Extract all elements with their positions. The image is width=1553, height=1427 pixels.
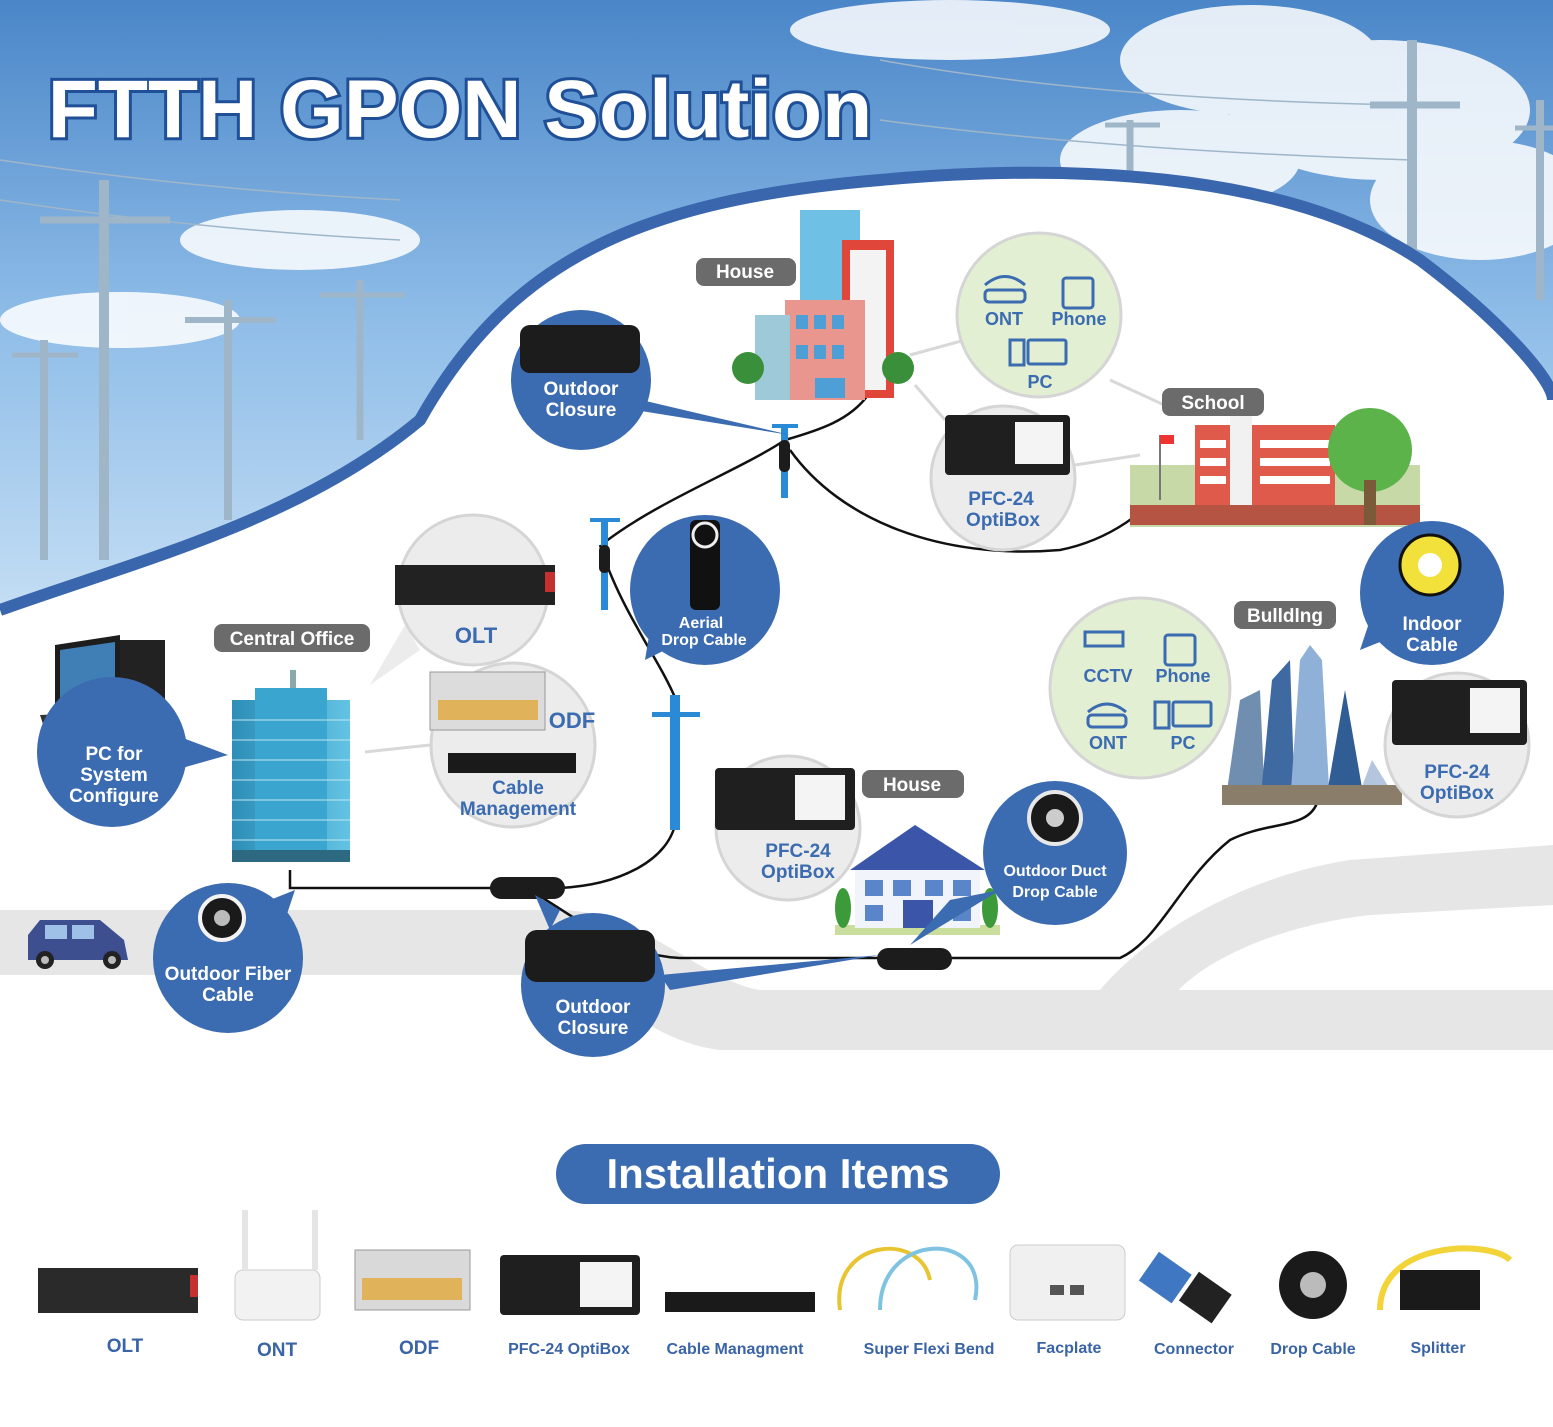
tag-house-bottom-text: House [883, 775, 941, 796]
label-optibox-right-1: PFC-24 [1424, 762, 1490, 783]
label-indoor-cable-2: Cable [1406, 635, 1458, 656]
installation-item-images [38, 1210, 1513, 1324]
central-office-tower [232, 670, 350, 862]
label-outdoor-duct-2: Drop Cable [1012, 884, 1097, 901]
label-optibox-mid-1: PFC-24 [765, 841, 831, 862]
city-skyscrapers [1222, 645, 1402, 805]
label-indoor-cable-1: Indoor [1402, 614, 1462, 635]
closure-top-image [520, 325, 640, 373]
install-item-optibox: PFC-24 OptiBox [508, 1341, 630, 1358]
tag-house-top [696, 258, 796, 286]
odf-device-fibers [438, 700, 538, 720]
label-optibox-top-1: PFC-24 [968, 489, 1034, 510]
tag-school [1162, 388, 1264, 416]
install-item-odf: ODF [399, 1338, 439, 1359]
fiber-cable-core [214, 910, 230, 926]
tag-school-text: School [1181, 393, 1244, 414]
tail-olt [370, 625, 420, 685]
clouds [0, 0, 1553, 348]
label-outdoor-closure-top-2: Closure [546, 400, 617, 421]
install-item-olt: OLT [107, 1336, 144, 1357]
tag-building-text: Bulldlng [1247, 606, 1323, 627]
school-building [1130, 408, 1420, 527]
label-cable-mgmt-2: Management [460, 799, 577, 820]
tag-central-office [214, 624, 370, 652]
install-item-cable-mgmt: Cable Managment [667, 1341, 805, 1358]
label-building-pc: PC [1170, 733, 1195, 753]
tail-indoor-cable [1360, 620, 1385, 650]
duct-cable-core [1046, 809, 1064, 827]
tag-building [1234, 601, 1336, 629]
label-building-phone: Phone [1155, 666, 1210, 686]
install-item-ont: ONT [257, 1340, 298, 1361]
house-devices-icons [983, 275, 1095, 367]
tail-outdoor-duct [910, 890, 1000, 945]
optibox-mid-door [795, 775, 845, 820]
road-right [1100, 845, 1553, 1000]
circle-pc-config [37, 677, 187, 827]
label-pc-config-2: System [80, 765, 148, 786]
tail-outdoor-fiber [270, 890, 295, 920]
tag-house-bottom [862, 770, 964, 798]
road-bottom-ext [680, 990, 1553, 1050]
tail-closure-top [620, 395, 790, 435]
olt-device-image [395, 565, 555, 605]
circle-outdoor-duct [983, 781, 1127, 925]
label-house-phone: Phone [1051, 309, 1106, 329]
page-title: FTTH GPON Solution [48, 64, 872, 155]
building-devices-icons [1083, 630, 1213, 730]
tail-closure-bottom [535, 895, 560, 930]
optibox-top-door [1015, 422, 1063, 464]
label-pc-config-1: PC for [86, 744, 144, 765]
tail-closure-bottom-2 [660, 955, 880, 990]
aerial-cable-eye [691, 521, 719, 549]
circle-outdoor-fiber [153, 883, 303, 1033]
install-item-connector: Connector [1154, 1341, 1234, 1358]
install-item-flexi-bend: Super Flexi Bend [864, 1341, 995, 1358]
label-outdoor-closure-top-1: Outdoor [544, 379, 620, 400]
optibox-right-door [1470, 688, 1520, 733]
label-outdoor-fiber-2: Cable [202, 985, 254, 1006]
tag-central-office-text: Central Office [230, 629, 355, 650]
label-optibox-top-2: OptiBox [966, 510, 1040, 531]
bubble-building-devices [1048, 596, 1232, 780]
label-outdoor-duct-1: Outdoor Duct [1003, 863, 1107, 880]
label-aerial-2: Drop Cable [661, 632, 746, 649]
label-pc-config-3: Configure [69, 786, 159, 807]
install-item-drop-cable: Drop Cable [1270, 1341, 1355, 1358]
closure-bottom-image [525, 930, 655, 982]
label-building-ont: ONT [1089, 733, 1127, 753]
label-house-ont: ONT [985, 309, 1023, 329]
bubble-house-devices [955, 231, 1123, 399]
power-poles [0, 40, 1553, 560]
indoor-cable-core [1418, 553, 1442, 577]
label-outdoor-fiber-1: Outdoor Fiber [165, 964, 292, 985]
cable-mgmt-image [448, 753, 576, 773]
main-area-border [0, 166, 1553, 616]
pole-closures [490, 440, 952, 970]
label-cable-mgmt-1: Cable [492, 778, 544, 799]
tag-house-top-text: House [716, 262, 774, 283]
install-item-splitter: Splitter [1410, 1340, 1465, 1357]
label-optibox-right-2: OptiBox [1420, 783, 1494, 804]
label-odf: ODF [549, 708, 595, 733]
label-optibox-mid-2: OptiBox [761, 862, 835, 883]
label-olt: OLT [455, 623, 498, 648]
label-outdoor-closure-bottom-2: Closure [558, 1018, 629, 1039]
label-outdoor-closure-bottom-1: Outdoor [556, 997, 632, 1018]
installation-heading: Installation Items [606, 1150, 949, 1197]
label-house-pc: PC [1027, 372, 1052, 392]
house-top-buildings [732, 210, 914, 400]
car-icon [28, 920, 128, 969]
installation-header [556, 1144, 1000, 1204]
olt-device-tab [545, 572, 555, 592]
connector-lines [364, 338, 1176, 754]
tail-pc-config [175, 735, 228, 770]
install-item-faceplate: Facplate [1037, 1340, 1102, 1357]
label-building-cctv: CCTV [1084, 666, 1133, 686]
label-aerial-1: Aerial [679, 615, 723, 632]
